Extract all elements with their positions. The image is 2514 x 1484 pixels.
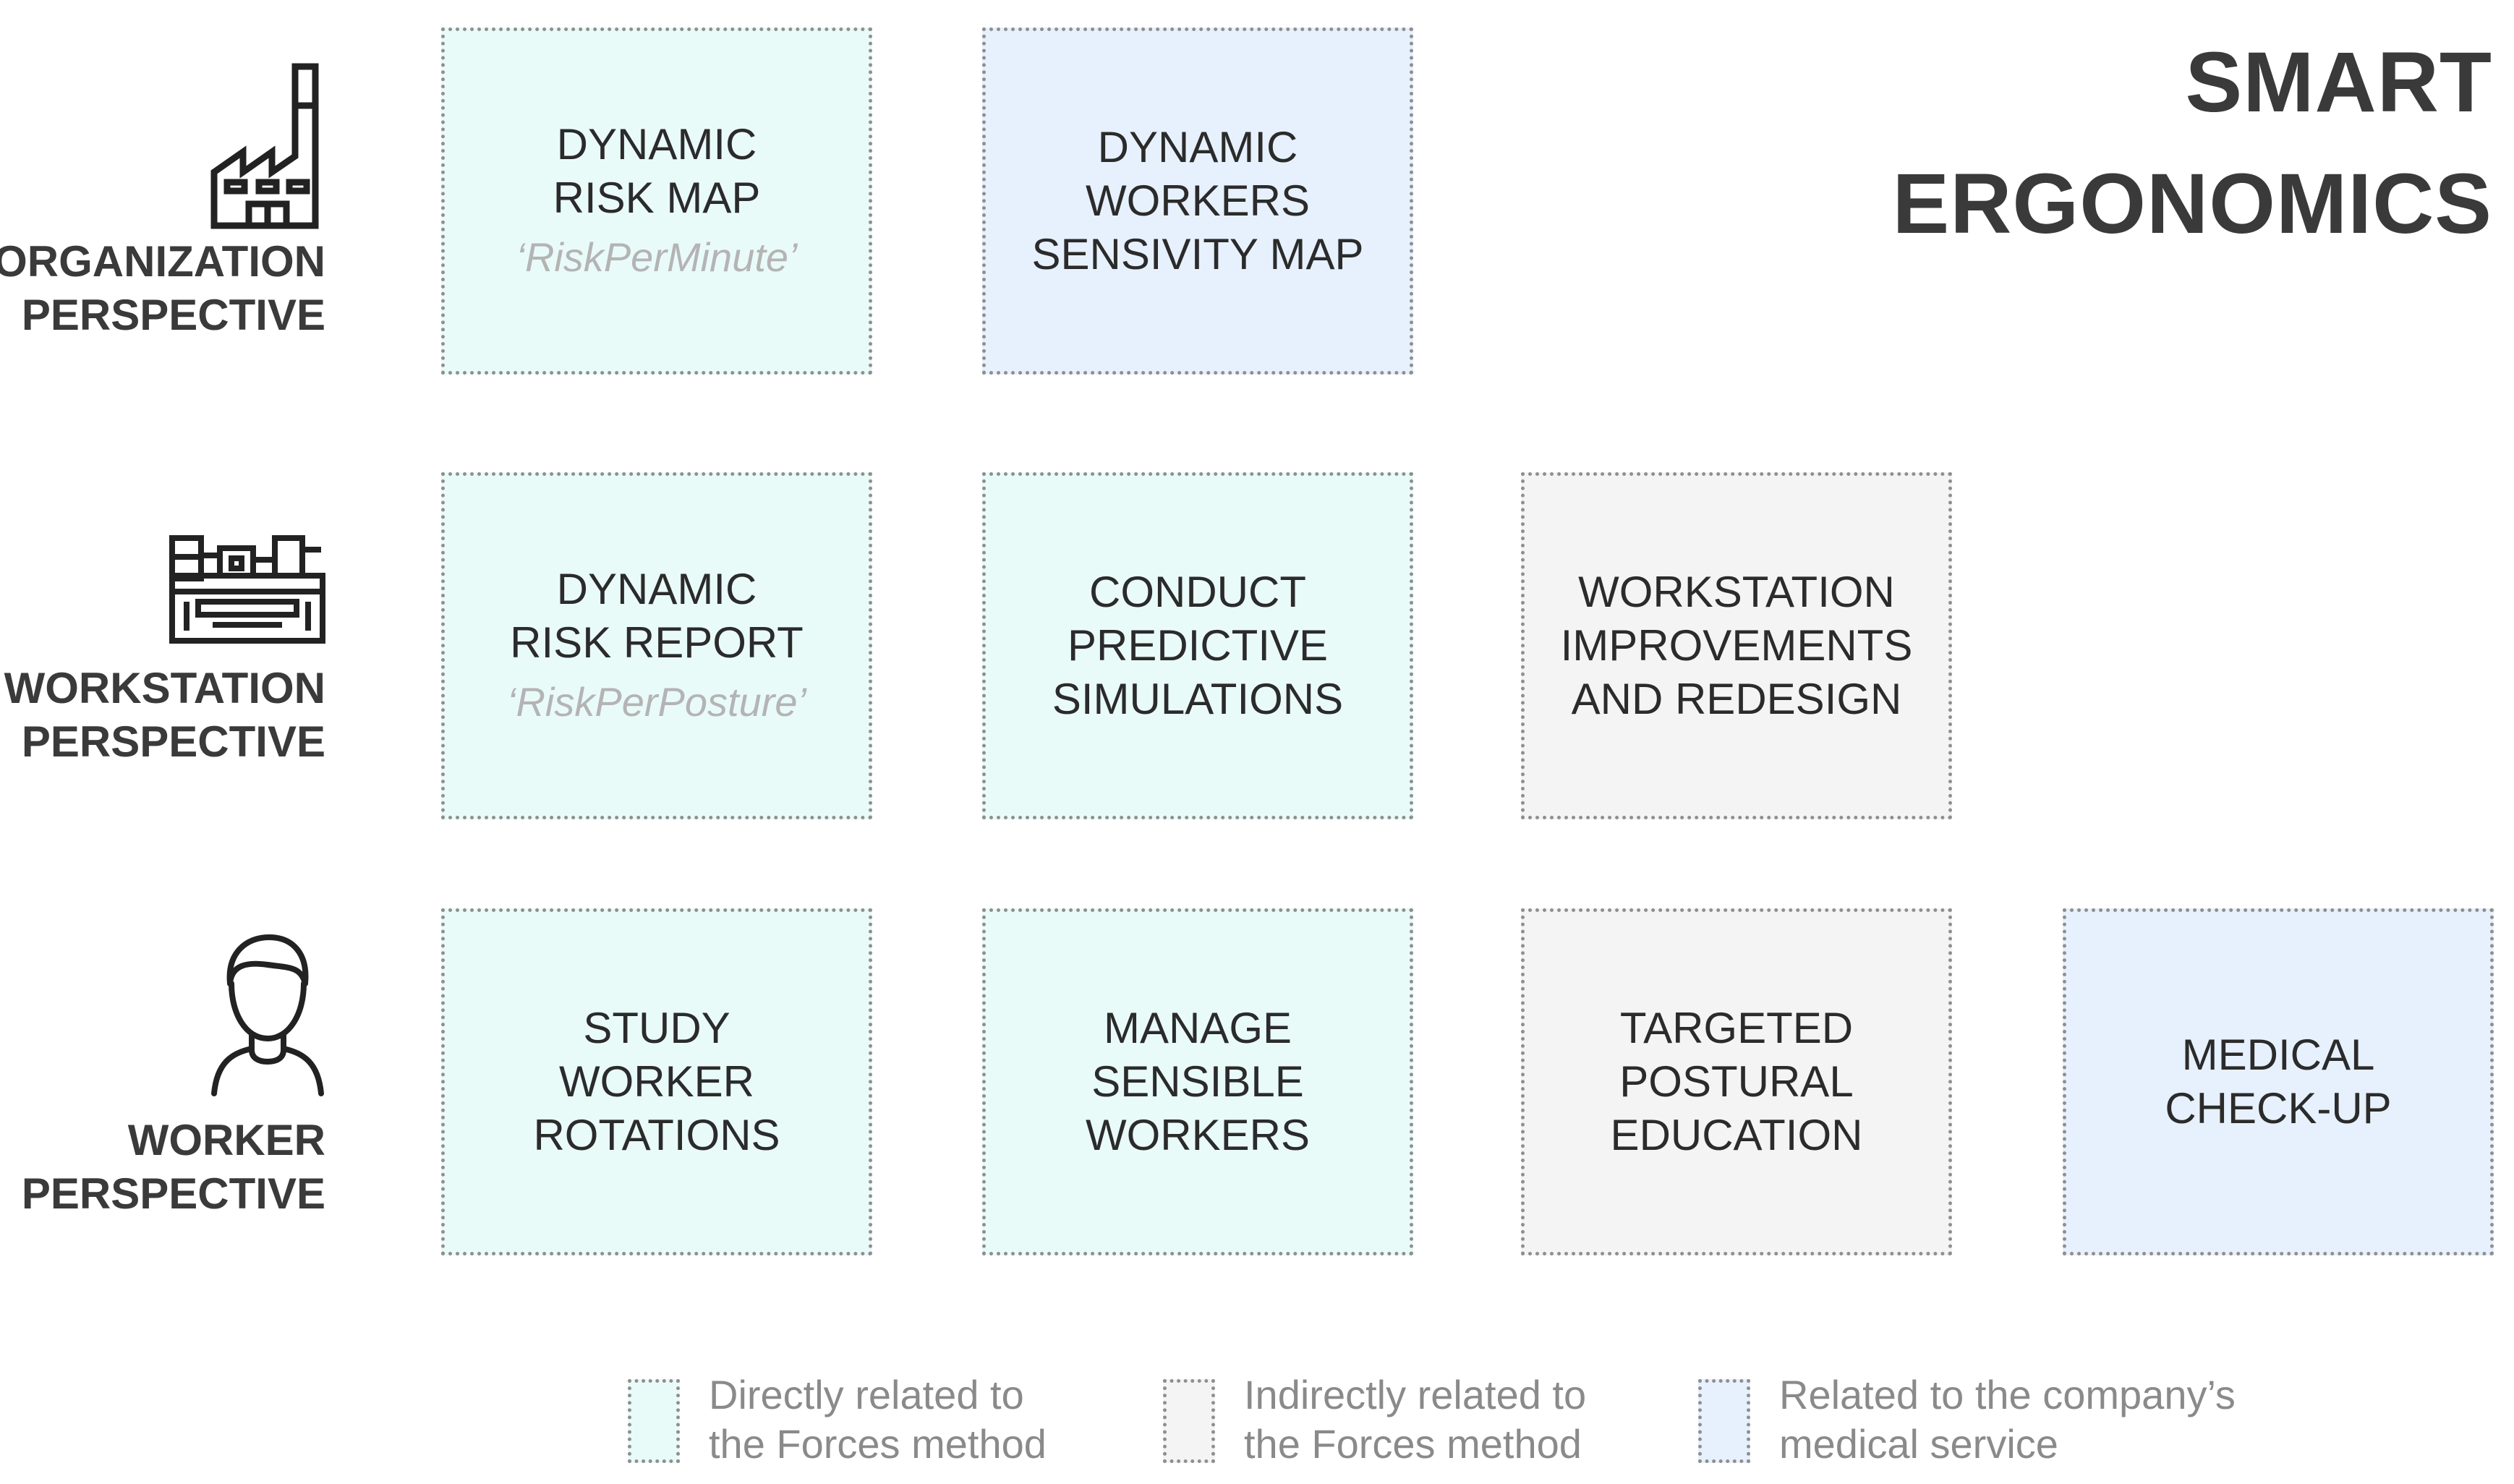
box-dynamic-risk-map: DYNAMIC RISK MAP ‘RiskPerMinute’ [441, 27, 872, 375]
title-line-1: SMART [2185, 35, 2492, 130]
diagram-title: SMART ERGONOMICS [1893, 22, 2493, 265]
box-study-worker-rotations: STUDY WORKER ROTATIONS [441, 908, 872, 1255]
box-dynamic-workers-sensivity-map: DYNAMIC WORKERS SENSIVITY MAP [982, 27, 1413, 375]
legend-item-indirect: Indirectly related to the Forces method [1163, 1370, 1626, 1467]
box-dynamic-risk-report: DYNAMIC RISK REPORT ‘RiskPerPosture’ [441, 472, 872, 819]
worker-person-icon [211, 934, 324, 1096]
workstation-machine-icon [169, 535, 325, 644]
title-line-2: ERGONOMICS [1892, 156, 2492, 252]
legend-text-medical: Related to the company’s medical service [1779, 1372, 2236, 1467]
worker-perspective: WORKER PERSPECTIVE [0, 933, 325, 1237]
workstation-perspective: WORKSTATION PERSPECTIVE [0, 535, 325, 781]
legend-item-direct: Directly related to the Forces method [628, 1370, 1091, 1467]
box-conduct-predictive-simulations: CONDUCT PREDICTIVE SIMULATIONS [982, 472, 1413, 819]
box-manage-sensible-workers: MANAGE SENSIBLE WORKERS [982, 908, 1413, 1255]
risk-per-posture-label: ‘RiskPerPosture’ [507, 679, 806, 725]
legend-swatch-direct [628, 1379, 680, 1463]
legend-swatch-indirect [1163, 1379, 1215, 1463]
legend-swatch-medical [1698, 1379, 1750, 1463]
factory-icon [210, 63, 319, 229]
legend-text-direct: Directly related to the Forces method [709, 1372, 1047, 1467]
risk-per-minute-label: ‘RiskPerMinute’ [516, 234, 798, 280]
legend-text-indirect: Indirectly related to the Forces method [1244, 1372, 1587, 1467]
box-medical-check-up: MEDICAL CHECK-UP [2063, 908, 2494, 1255]
workstation-perspective-label: WORKSTATION PERSPECTIVE [4, 664, 325, 766]
organization-perspective: ORGANIZATION PERSPECTIVE [0, 58, 325, 347]
organization-perspective-label: ORGANIZATION PERSPECTIVE [0, 237, 325, 339]
box-workstation-improvements: WORKSTATION IMPROVEMENTS AND REDESIGN [1521, 472, 1952, 819]
box-targeted-postural-education: TARGETED POSTURAL EDUCATION [1521, 908, 1952, 1255]
worker-perspective-label: WORKER PERSPECTIVE [21, 1116, 325, 1218]
legend-item-medical: Related to the company’s medical service [1698, 1370, 2277, 1467]
